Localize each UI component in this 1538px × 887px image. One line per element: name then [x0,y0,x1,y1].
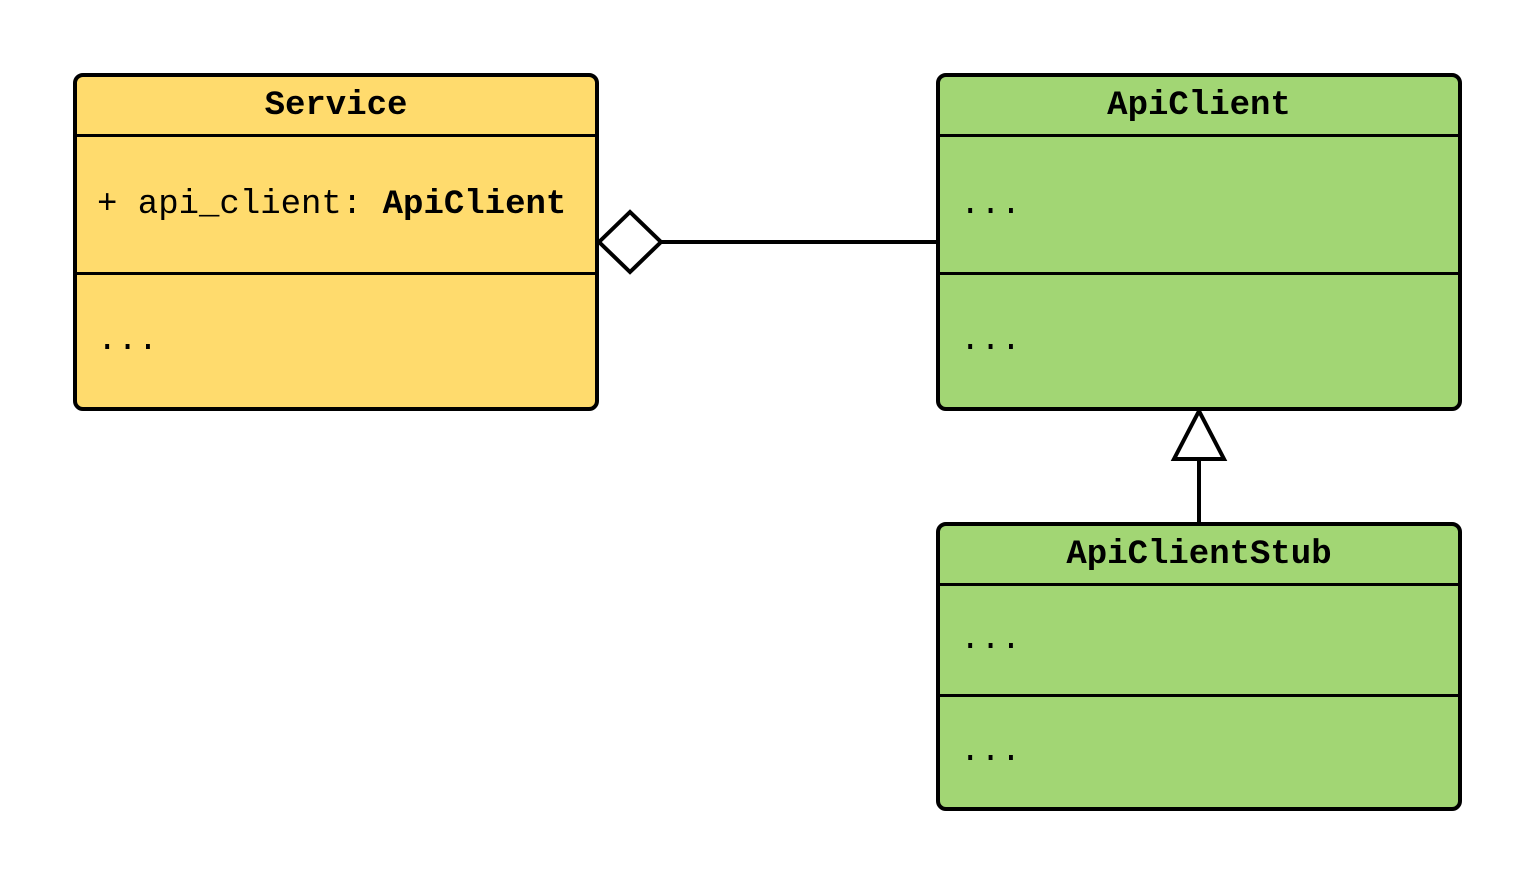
class-box-apiclient: ApiClient ... ... [936,73,1462,411]
class-title-apiclientstub: ApiClientStub [940,526,1458,586]
class-attributes-service: + api_client: ApiClient [77,137,595,275]
class-box-service: Service + api_client: ApiClient ... [73,73,599,411]
attribute-type: ApiClient [382,185,567,224]
class-title-service: Service [77,77,595,137]
class-title-apiclient: ApiClient [940,77,1458,137]
methods-placeholder: ... [960,733,1022,771]
methods-placeholder: ... [960,322,1022,360]
attributes-placeholder: ... [960,621,1022,659]
class-methods-apiclient: ... [940,275,1458,407]
class-box-apiclientstub: ApiClientStub ... ... [936,522,1462,811]
attributes-placeholder: ... [960,185,1022,224]
inheritance-triangle-icon [1170,406,1228,461]
class-methods-service: ... [77,275,595,407]
methods-placeholder: ... [97,322,159,360]
attribute-prefix: + api_client: [97,185,383,224]
class-attributes-apiclientstub: ... [940,586,1458,697]
aggregation-diamond-icon [596,209,664,275]
class-methods-apiclientstub: ... [940,697,1458,807]
class-attributes-apiclient: ... [940,137,1458,275]
attribute-line: + api_client: ApiClient [97,188,566,222]
